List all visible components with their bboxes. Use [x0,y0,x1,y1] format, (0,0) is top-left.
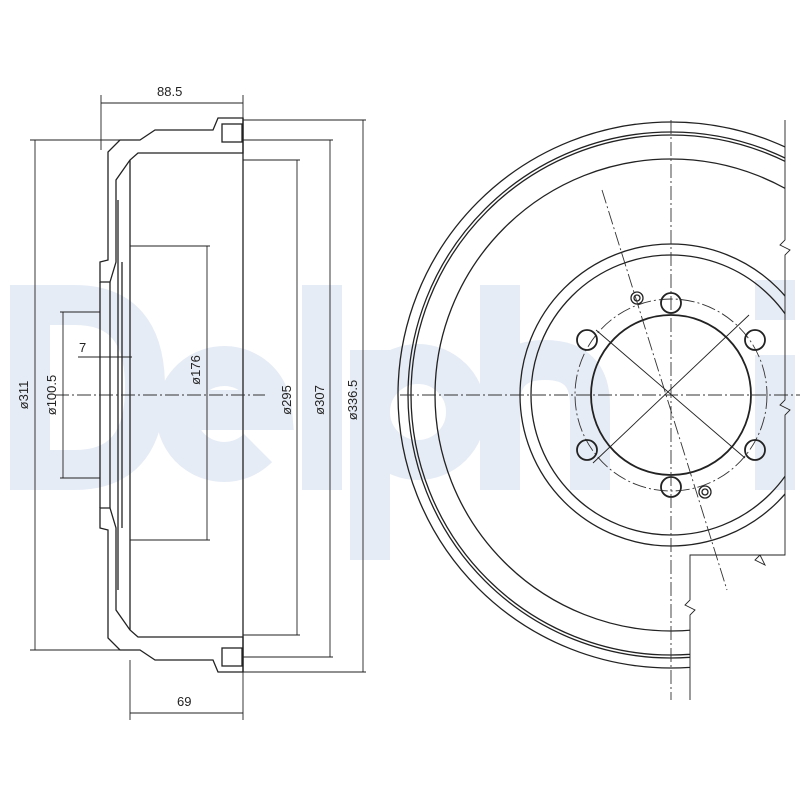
drum-section-bottom [99,507,244,673]
dim-rim-diameter: ø307 [312,385,327,415]
dim-braking-surface-diameter: ø295 [279,385,294,415]
side-view-section: 88.5 69 7 ø311 ø100.5 ø176 ø295 ø307 ø33… [16,84,366,720]
dim-bolt-region-diameter: ø176 [188,355,203,385]
front-view [397,120,800,700]
watermark-logo [10,280,795,560]
rim-groove-top [221,123,243,143]
dim-center-bore-diameter: ø100.5 [44,375,59,415]
drum-section-top [99,117,244,283]
dim-overall-width: 88.5 [157,84,182,99]
dim-outer-flange-diameter: ø311 [16,381,31,410]
dim-inner-depth: 69 [177,694,191,709]
rim-groove-bottom [221,647,243,667]
dim-outer-diameter: ø336.5 [345,380,360,420]
dim-flange-thickness: 7 [79,340,86,355]
